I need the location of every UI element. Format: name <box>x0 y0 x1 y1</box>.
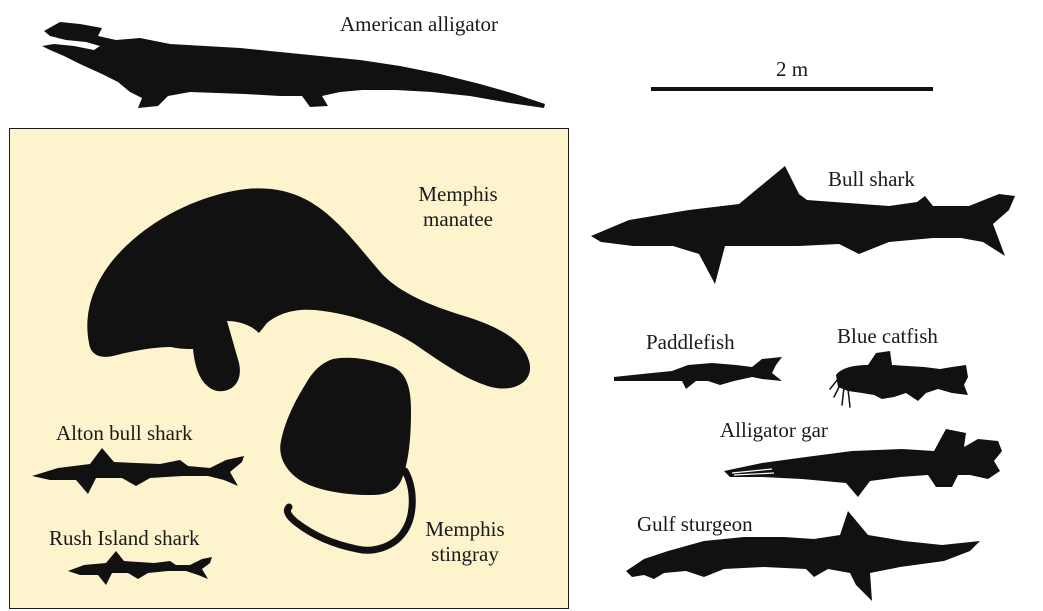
alton-bull-shark-label: Alton bull shark <box>56 421 193 446</box>
scale-bar <box>651 87 933 91</box>
catfish-silhouette-icon <box>828 349 970 411</box>
blue-catfish-label: Blue catfish <box>837 324 938 349</box>
alligator-silhouette-icon <box>40 16 550 112</box>
shark-silhouette-icon <box>66 551 214 587</box>
rush-island-shark-label: Rush Island shark <box>49 526 200 551</box>
shark-silhouette-icon <box>30 446 250 498</box>
stingray-silhouette-icon <box>277 355 427 555</box>
memphis-stingray-label: Memphis stingray <box>410 517 520 567</box>
paddlefish-label: Paddlefish <box>646 330 735 355</box>
sturgeon-silhouette-icon <box>624 507 984 607</box>
memphis-stingray-label-text: Memphis stingray <box>425 517 504 566</box>
paddlefish-silhouette-icon <box>612 355 784 391</box>
scale-bar-label: 2 m <box>762 57 822 82</box>
shark-silhouette-icon <box>589 166 1017 282</box>
gar-silhouette-icon <box>722 427 1004 501</box>
